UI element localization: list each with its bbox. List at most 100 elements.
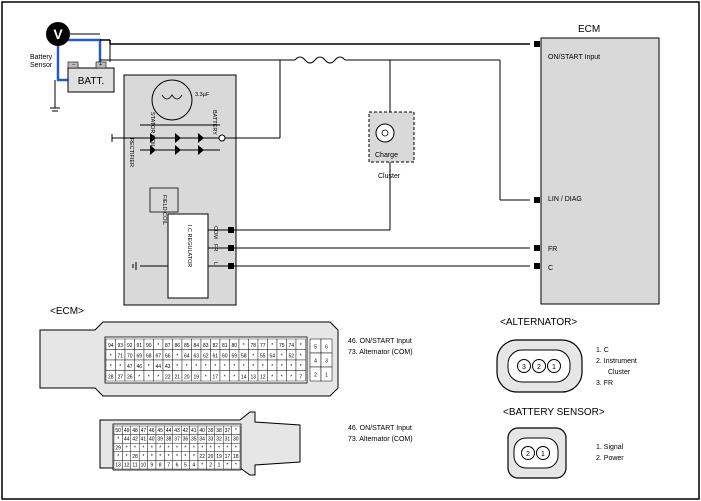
connector-pin-label: * bbox=[233, 375, 235, 381]
connector-pin-label: 59 bbox=[231, 354, 237, 360]
ecm-lin-diag: LIN / DIAG bbox=[548, 196, 582, 203]
connector-pin-label: 4 bbox=[192, 463, 195, 469]
connector-pin-label: 74 bbox=[288, 343, 294, 349]
connector-pin-label: 22 bbox=[165, 375, 171, 381]
bs-pin-1 bbox=[536, 446, 550, 460]
connector-pin-label: 67 bbox=[155, 354, 161, 360]
connector-pin-cell bbox=[295, 370, 306, 382]
connector-pin-label: * bbox=[138, 375, 140, 381]
connector-pin-label: 71 bbox=[117, 354, 123, 360]
connector-pin-label: * bbox=[195, 364, 197, 370]
connector-pin-label: * bbox=[243, 343, 245, 349]
connector-pin-label: * bbox=[157, 343, 159, 349]
connector-pin-label: 19 bbox=[193, 375, 199, 381]
connector-pin-label: 93 bbox=[117, 343, 123, 349]
connector-pin-label: * bbox=[159, 454, 161, 460]
connector-pin-label: 64 bbox=[184, 354, 190, 360]
connector-pin-label: 87 bbox=[165, 343, 171, 349]
connector-pin-label: 46 bbox=[136, 364, 142, 370]
battery-sensor-label-2: Sensor bbox=[30, 62, 53, 69]
stator-coil-label: STATOR COIL bbox=[149, 112, 155, 148]
connector-pin-label: * bbox=[271, 343, 273, 349]
bs-legend-2: 2. Power bbox=[596, 455, 624, 462]
connector-pin-label: 6 bbox=[176, 463, 179, 469]
connector-pin-label: * bbox=[168, 454, 170, 460]
connector-pin-label: 42 bbox=[132, 437, 138, 443]
connector-pin-label: 20 bbox=[184, 375, 190, 381]
connector-pin-label: * bbox=[142, 445, 144, 451]
connector-pin-label: * bbox=[226, 445, 228, 451]
connector-pin-label: 66 bbox=[165, 354, 171, 360]
connector-pin-label: 58 bbox=[241, 354, 247, 360]
ic-regulator-box bbox=[167, 213, 209, 299]
rotor-value: 3.3µF bbox=[195, 92, 210, 98]
battery-sensor-label-1: Battery bbox=[30, 54, 53, 61]
connector-pin-label: * bbox=[271, 364, 273, 370]
connector-pin-label: 37 bbox=[174, 437, 180, 443]
connector-pin-label: 17 bbox=[212, 375, 218, 381]
connector-pin-label: * bbox=[193, 454, 195, 460]
connector-pin-label: 77 bbox=[260, 343, 266, 349]
connector-pin-label: 2 bbox=[314, 373, 317, 379]
connector-pin-label: 91 bbox=[136, 343, 142, 349]
connector-pin-label: * bbox=[271, 375, 273, 381]
connector-pin-label: * bbox=[252, 354, 254, 360]
ecm-pin-lin bbox=[534, 197, 540, 203]
alt-legend-3: Cluster bbox=[608, 369, 631, 376]
connector-pin-label: * bbox=[281, 354, 283, 360]
connector-pin-label: 54 bbox=[269, 354, 275, 360]
connector-pin-label: 22 bbox=[199, 454, 205, 460]
connector-pin-label: 32 bbox=[216, 437, 222, 443]
connector-pin-label: * bbox=[176, 445, 178, 451]
ecm-on-start: ON/START Input bbox=[548, 54, 600, 61]
connector-pin-label: * bbox=[235, 445, 237, 451]
connector-pin-label: * bbox=[224, 364, 226, 370]
charge-label: Charge bbox=[375, 152, 398, 159]
connector-pin-label: 41 bbox=[141, 437, 147, 443]
ecm-note-2a: 46. ON/START Input bbox=[348, 425, 412, 432]
connector-pin-label: * bbox=[243, 364, 245, 370]
connector-pin-label: * bbox=[300, 364, 302, 370]
connector-pin-label: 70 bbox=[127, 354, 133, 360]
connector-pin-label: * bbox=[126, 454, 128, 460]
ecm-pin-on-start bbox=[534, 41, 540, 47]
b-terminal bbox=[218, 134, 226, 142]
connector-pin-label: 80 bbox=[231, 343, 237, 349]
bs-pin-1-label: 1 bbox=[541, 451, 545, 458]
connector-pin-label: 43 bbox=[165, 364, 171, 370]
connector-pin-label: * bbox=[176, 454, 178, 460]
stator-coil-icon bbox=[151, 79, 193, 121]
connector-pin-label: * bbox=[281, 375, 283, 381]
connector-pin-label: 34 bbox=[199, 437, 205, 443]
battery-plus: + bbox=[99, 62, 102, 68]
alt-pin-2-label: 2 bbox=[537, 364, 541, 371]
battery-box bbox=[67, 67, 115, 93]
connector-pin-label: * bbox=[126, 445, 128, 451]
diode-icon bbox=[198, 133, 204, 143]
connector-pin-label: * bbox=[233, 364, 235, 370]
connector-pin-label: 38 bbox=[216, 428, 222, 434]
terminal-l bbox=[228, 263, 234, 269]
connector-pin-label: 94 bbox=[108, 343, 114, 349]
connector-pin-label: 1 bbox=[325, 373, 328, 379]
connector-pin-label: * bbox=[210, 445, 212, 451]
ecm-note-1b: 73. Alternator (COM) bbox=[348, 349, 413, 356]
alt-pin-2 bbox=[532, 359, 546, 373]
battery-sensor-connector-header: <BATTERY SENSOR> bbox=[503, 407, 605, 418]
connector-pin-label: 18 bbox=[233, 454, 239, 460]
connector-pin-label: * bbox=[214, 364, 216, 370]
connector-pin-label: 39 bbox=[208, 428, 214, 434]
connector-pin-label: * bbox=[110, 364, 112, 370]
connector-pin-label: 21 bbox=[174, 375, 180, 381]
connector-pin-label: 31 bbox=[225, 437, 231, 443]
connector-pin-label: 20 bbox=[208, 454, 214, 460]
fuse-link bbox=[294, 56, 346, 64]
battery-terminal-label: BATTERY bbox=[211, 110, 217, 135]
connector-pin-label: 5 bbox=[314, 345, 317, 351]
connector-pin-cell bbox=[231, 460, 241, 470]
connector-pin-label: * bbox=[262, 364, 264, 370]
connector-pin-label: 5 bbox=[184, 463, 187, 469]
